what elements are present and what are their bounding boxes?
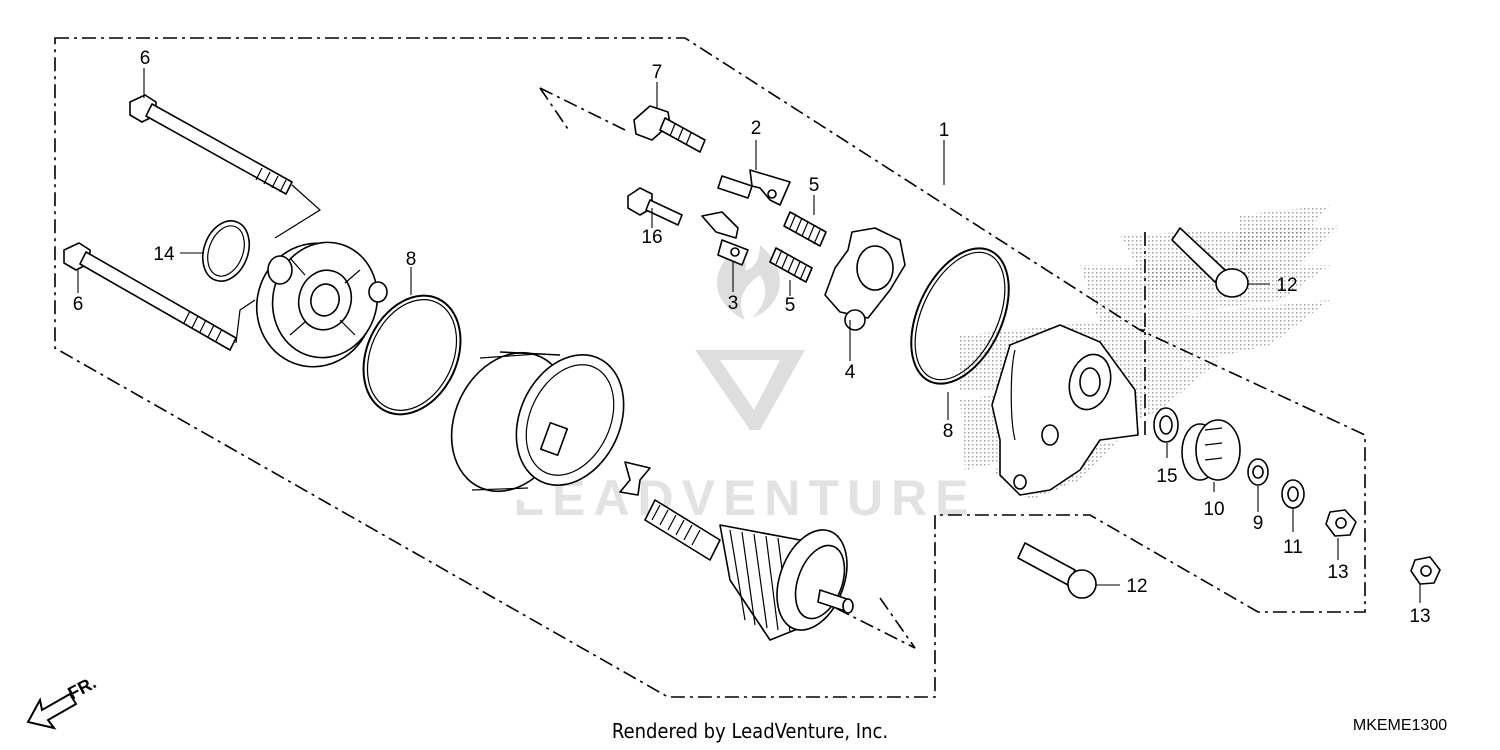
callout-12-lower: 12: [1126, 576, 1147, 597]
assembly-outline: [54, 37, 1366, 698]
brush-holder-3: [701, 211, 749, 266]
callout-13-inner: 13: [1327, 562, 1348, 583]
o-ring-8-left-inner: [366, 299, 458, 411]
terminal-bolt-7: [633, 105, 706, 153]
flange-bolt-12-lower: [1017, 542, 1097, 599]
o-ring-8-right: [910, 247, 1010, 385]
washer-11: [1281, 479, 1305, 509]
callout-5-lower: 5: [785, 295, 796, 316]
nut-13-inner: [1325, 509, 1357, 537]
o-ring-14: [201, 220, 251, 282]
o-ring-8-left: [362, 294, 462, 416]
callout-8-left: 8: [406, 249, 417, 270]
callout-12-upper: 12: [1276, 275, 1297, 296]
leader-lines: [77, 68, 1421, 603]
callout-15: 15: [1156, 466, 1177, 487]
yoke-case: [450, 351, 625, 505]
o-ring-14-inner: [207, 225, 245, 277]
brush-holder-2: [717, 169, 791, 206]
callout-5-upper: 5: [809, 175, 820, 196]
guide-line-top: [539, 87, 626, 133]
rear-cover: [255, 241, 388, 368]
callout-7: 7: [652, 62, 663, 83]
callout-4: 4: [845, 362, 856, 383]
through-bolt-lower: [63, 242, 237, 351]
o-ring-8-right-inner: [914, 251, 1006, 381]
washer-15: [1153, 407, 1179, 443]
callout-11: 11: [1283, 537, 1303, 558]
callout-9: 9: [1253, 513, 1264, 534]
clip: [619, 461, 651, 496]
watermark-text: LEADVENTURE: [513, 470, 976, 526]
callout-10: 10: [1203, 499, 1224, 520]
watermark: LEADVENTURE: [513, 245, 976, 526]
callout-16: 16: [641, 227, 662, 248]
callout-1: 1: [939, 120, 950, 141]
nut-13-outer: [1410, 556, 1441, 585]
brush-spring-lower: [769, 247, 813, 283]
callout-14: 14: [153, 244, 175, 265]
diagram-code: MKEME1300: [1353, 717, 1447, 734]
callout-6-lower: 6: [73, 294, 84, 315]
reduction-gear-10: [1181, 419, 1241, 481]
armature: [644, 499, 854, 641]
callout-13-outer: 13: [1409, 606, 1430, 627]
callout-6-upper: 6: [140, 48, 151, 69]
bolt-guide: [235, 184, 321, 344]
front-direction-arrow: FR.: [26, 672, 99, 730]
callout-8-right: 8: [943, 421, 954, 442]
washer-9: [1247, 458, 1269, 486]
footer-credit: Rendered by LeadVenture, Inc.: [612, 719, 888, 743]
through-bolt-upper: [129, 94, 293, 195]
nut-group-outline: [1140, 232, 1146, 440]
bolt-16: [627, 187, 683, 226]
callout-labels: 6 6 14 8 7 2 5 16 3 5 4 1 8 12 12 15 10 …: [73, 48, 1431, 627]
callout-2: 2: [751, 118, 762, 139]
brush-spring-upper: [783, 211, 827, 247]
callout-3: 3: [728, 293, 739, 314]
front-housing: [991, 324, 1139, 496]
flange-bolt-12-upper: [1171, 227, 1249, 298]
brush-plate-4: [824, 227, 906, 331]
